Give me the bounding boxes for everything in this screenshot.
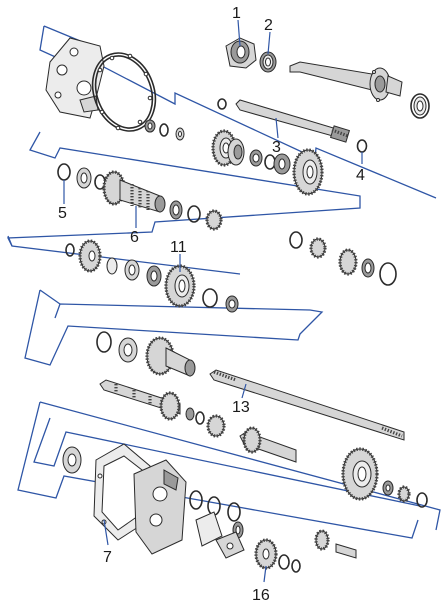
ring-row2-a [264, 154, 276, 170]
callout-1: 1 [232, 5, 241, 22]
callout-11: 11 [170, 239, 187, 256]
bracket-group-4-upper [39, 401, 441, 531]
bearing-row4-b [185, 407, 195, 421]
ring-row5-e [278, 554, 290, 570]
callout-4: 4 [356, 167, 365, 184]
group-brackets [6, 25, 441, 539]
gear-b [227, 138, 245, 166]
leader-3 [275, 117, 279, 139]
bracket-group-3-inner [39, 289, 61, 305]
countershaft-row4 [99, 379, 181, 421]
leader-13 [241, 383, 247, 399]
leader-7 [103, 519, 109, 546]
part-1-flange-nut [225, 37, 257, 69]
callout-labels: 1 2 3 4 5 6 7 11 13 16 [58, 5, 365, 604]
ring-row5-b [189, 490, 203, 510]
part-3-main-shaft [235, 99, 351, 143]
bracket-group-2-lower [7, 235, 13, 247]
callout-13: 13 [232, 399, 250, 416]
row-1-parts [45, 37, 430, 153]
shaft-row5 [239, 426, 297, 463]
housing-cover [45, 37, 105, 119]
ring-row2-d [289, 231, 303, 249]
gear-row2-e [338, 248, 358, 276]
gasket-ring [91, 52, 157, 132]
callout-7: 7 [103, 549, 112, 566]
large-gear-c [292, 148, 324, 196]
callout-3: 3 [272, 139, 281, 156]
row-5-parts [62, 426, 428, 573]
washer-2 [217, 98, 227, 110]
ring-row5-d [227, 502, 241, 522]
bracket-group-3 [24, 289, 324, 366]
callout-16: 16 [252, 587, 270, 604]
bracket-group-4 [17, 401, 419, 539]
callout-6: 6 [130, 229, 139, 246]
cover-plate-row5 [195, 511, 223, 547]
ring-row2-c [187, 205, 201, 223]
part-11-gear [164, 264, 196, 308]
needle-bearing-row4 [206, 414, 226, 438]
part-16-gear [254, 538, 278, 570]
callout-2: 2 [264, 17, 273, 34]
callout-5: 5 [58, 205, 67, 222]
part-5-snap-ring [57, 163, 71, 181]
part-2-bearing [259, 51, 277, 73]
leader-lines [63, 19, 363, 583]
ring-row5-f [291, 559, 301, 573]
gear-row3-a [78, 239, 102, 273]
ring-row4-b [195, 411, 205, 425]
ring-row3-b [202, 288, 218, 308]
bracket-group-1 [39, 25, 437, 199]
row-4-parts [96, 331, 405, 441]
small-gear-row5 [314, 529, 330, 551]
row-2-parts [57, 129, 397, 286]
leader-2 [267, 31, 271, 55]
pin-row5 [335, 543, 357, 559]
leader-16 [263, 565, 267, 583]
part-13-long-shaft [209, 369, 405, 441]
rear-housing [133, 459, 187, 555]
bracket-group-4-inner [33, 417, 421, 507]
row-3-parts [65, 239, 239, 313]
ring-row5-a [416, 492, 428, 508]
sync-hub [273, 153, 291, 175]
input-gear-row4 [145, 336, 196, 377]
washer-1 [159, 123, 169, 137]
large-gear-row5 [341, 447, 379, 501]
end-ring [410, 93, 430, 119]
snap-ring-row4 [96, 331, 112, 353]
part-4-washer [356, 139, 368, 153]
ring-row2-f [379, 262, 397, 286]
flange-row5 [215, 531, 245, 559]
needle-bearing-a [205, 209, 223, 231]
output-shaft-flange [289, 61, 403, 102]
bearing-row2-b [76, 167, 92, 189]
ring-row3-a [65, 243, 75, 257]
part-6-cluster-gear [102, 170, 166, 213]
leader-1 [237, 19, 241, 47]
spacer-row3-a [106, 257, 118, 275]
